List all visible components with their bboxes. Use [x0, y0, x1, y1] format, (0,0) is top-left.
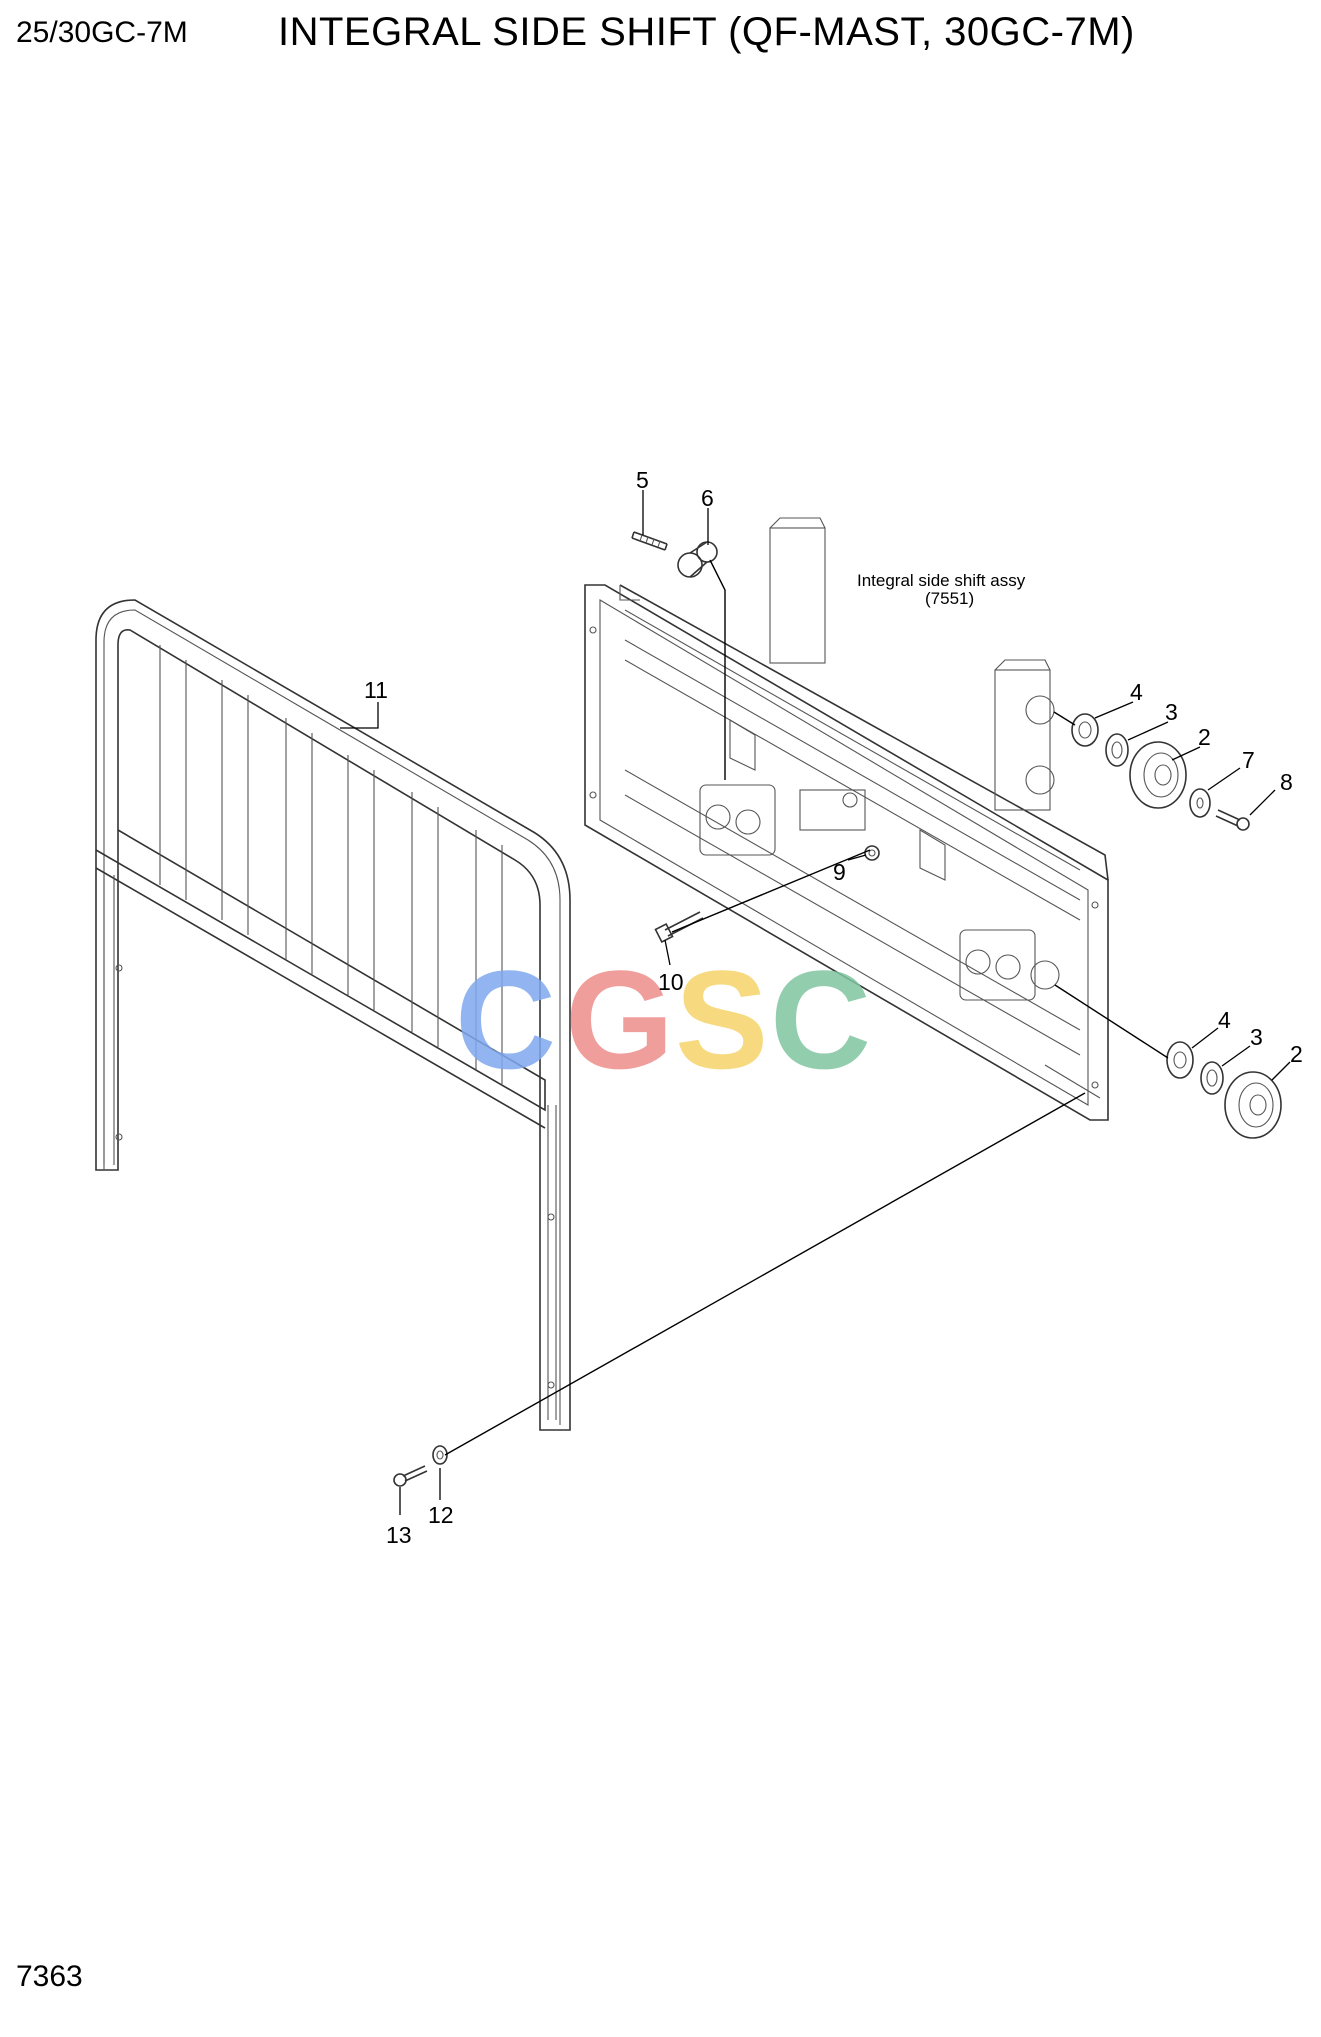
roller-bearing-part-2a [1129, 741, 1187, 809]
bolt-part-8 [1215, 809, 1250, 831]
page-number: 7363 [16, 1960, 83, 1993]
watermark-letter-s: S [675, 941, 768, 1098]
leader-lines [340, 490, 1291, 1515]
callout-9: 9 [833, 859, 846, 885]
load-backrest [95, 599, 571, 1431]
eccentric-part-6 [677, 541, 718, 578]
callout-7: 7 [1242, 747, 1255, 773]
assembly-name-label: Integral side shift assy [857, 571, 1026, 590]
bolt-part-10 [654, 911, 704, 944]
watermark-letter-c1: C [455, 941, 556, 1098]
callout-8: 8 [1280, 769, 1293, 795]
watermark: C G S C [455, 941, 871, 1098]
washer-part-4a [1071, 713, 1099, 747]
callout-3b: 3 [1250, 1024, 1263, 1050]
washer-part-7 [1189, 788, 1211, 818]
callout-2b: 2 [1290, 1041, 1303, 1067]
watermark-letter-c2: C [770, 941, 871, 1098]
roller-bearing-part-2b [1224, 1071, 1282, 1139]
callout-5: 5 [636, 467, 649, 493]
callout-4a: 4 [1130, 679, 1143, 705]
nut-part-9 [864, 845, 880, 861]
callout-4b: 4 [1218, 1007, 1231, 1033]
assembly-lines [444, 559, 1169, 1456]
callout-numbers: 5 6 11 4 3 2 7 8 9 10 4 3 2 12 13 [364, 467, 1303, 1548]
callout-2a: 2 [1198, 724, 1211, 750]
callout-10: 10 [658, 969, 684, 995]
watermark-letter-g: G [565, 941, 674, 1098]
model-code: 25/30GC-7M [16, 16, 188, 49]
bolt-part-13 [393, 1465, 428, 1487]
shim-part-3b [1200, 1061, 1224, 1095]
callout-13: 13 [386, 1522, 412, 1548]
bolt-part-5 [631, 531, 668, 551]
washer-part-12 [432, 1445, 448, 1465]
washer-part-4b [1166, 1041, 1194, 1079]
page-title: INTEGRAL SIDE SHIFT (QF-MAST, 30GC-7M) [278, 10, 1135, 54]
assembly-code-label: (7551) [925, 589, 974, 608]
side-shift-frame [584, 517, 1109, 1121]
callout-11: 11 [364, 677, 388, 703]
callout-6: 6 [701, 485, 714, 511]
shim-part-3a [1105, 733, 1129, 767]
callout-12: 12 [428, 1502, 454, 1528]
callout-3a: 3 [1165, 699, 1178, 725]
